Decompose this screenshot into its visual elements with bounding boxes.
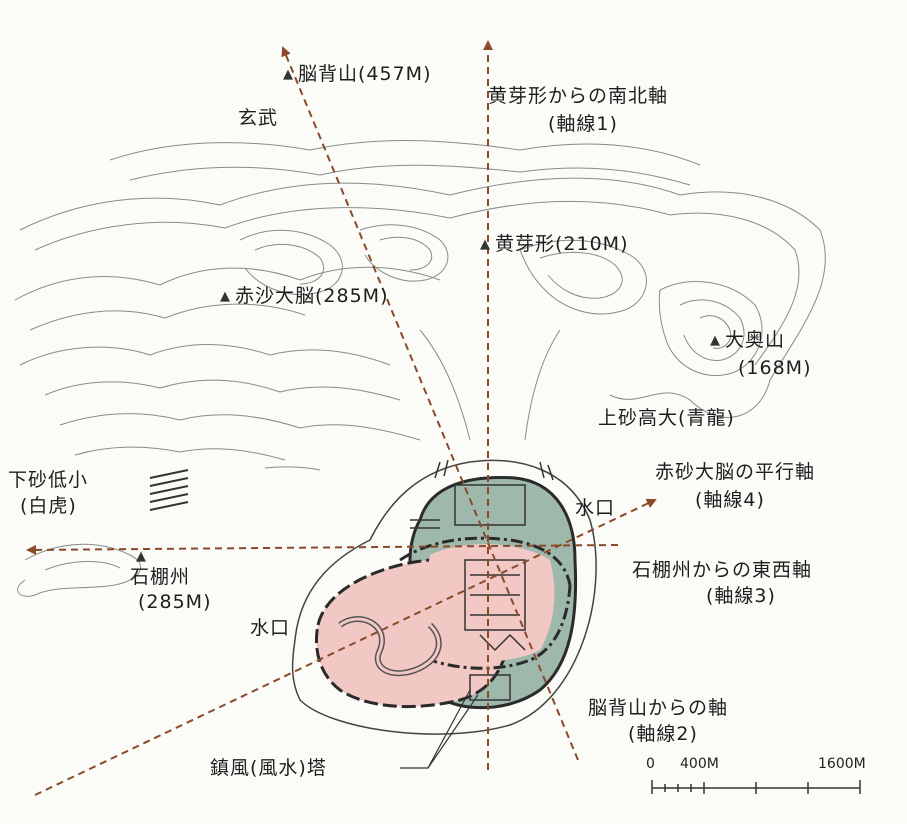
label-axis1-title: 黄芽形からの南北軸 (488, 85, 669, 107)
label-axis4-title: 赤砂大脳の平行軸 (655, 461, 816, 483)
label-axis2-sub: (軸線2) (628, 723, 698, 745)
peak-triangle-icon: ▲ (136, 549, 147, 564)
axis-4-line (34, 498, 657, 796)
label-daiou-elev: (168M) (738, 357, 812, 379)
label-tower: 鎮風(風水)塔 (210, 757, 327, 779)
peak-triangle-icon: ▲ (710, 333, 721, 348)
axis-lines (26, 40, 657, 796)
axis-2-line (281, 46, 579, 761)
scale-label-1600: 1600M (818, 756, 866, 772)
scale-label-400: 400M (680, 756, 719, 772)
contour-lines (14, 140, 826, 597)
label-axis3-title: 石棚州からの東西軸 (632, 559, 813, 581)
label-axis3-sub: (軸線3) (706, 585, 776, 607)
peak-daiou: ▲大奥山 (710, 329, 786, 351)
label-axis1-sub: (軸線1) (548, 113, 618, 135)
label-axis4-sub: (軸線4) (695, 489, 765, 511)
axis-3-line (26, 544, 619, 555)
peak-triangle-icon: ▲ (480, 237, 491, 252)
peak-triangle-icon: ▲ (283, 67, 294, 82)
label-axis2-title: 脳背山からの軸 (588, 697, 729, 719)
outer-boundary (291, 459, 597, 735)
peak-sekihou: ▲石棚州 (130, 549, 190, 589)
peak-triangle-icon: ▲ (220, 289, 231, 304)
label-sekihou-elev: (285M) (138, 591, 212, 613)
label-suikou-w: 水口 (250, 617, 291, 639)
label-byakko-2: (白虎) (20, 495, 77, 517)
peak-noese: ▲脳背山(457M) (283, 63, 432, 85)
peak-sekisha: ▲赤沙大脳(285M) (220, 285, 389, 307)
north-ticks (410, 459, 554, 529)
block-rectangles (454, 484, 526, 701)
label-seiryu: 上砂高大(青龍) (598, 407, 735, 429)
tower-pointer (400, 689, 479, 769)
label-byakko-1: 下砂低小 (8, 469, 89, 491)
scale-bar (651, 780, 861, 794)
peak-kouga: ▲黄芽形(210M) (480, 233, 629, 255)
hatch-marks (149, 469, 189, 511)
scale-label-0: 0 (646, 756, 655, 772)
inner-wall (399, 536, 572, 670)
label-suikou-ne: 水口 (575, 497, 616, 519)
label-genbu: 玄武 (238, 107, 279, 129)
pink-center-area (426, 544, 555, 662)
